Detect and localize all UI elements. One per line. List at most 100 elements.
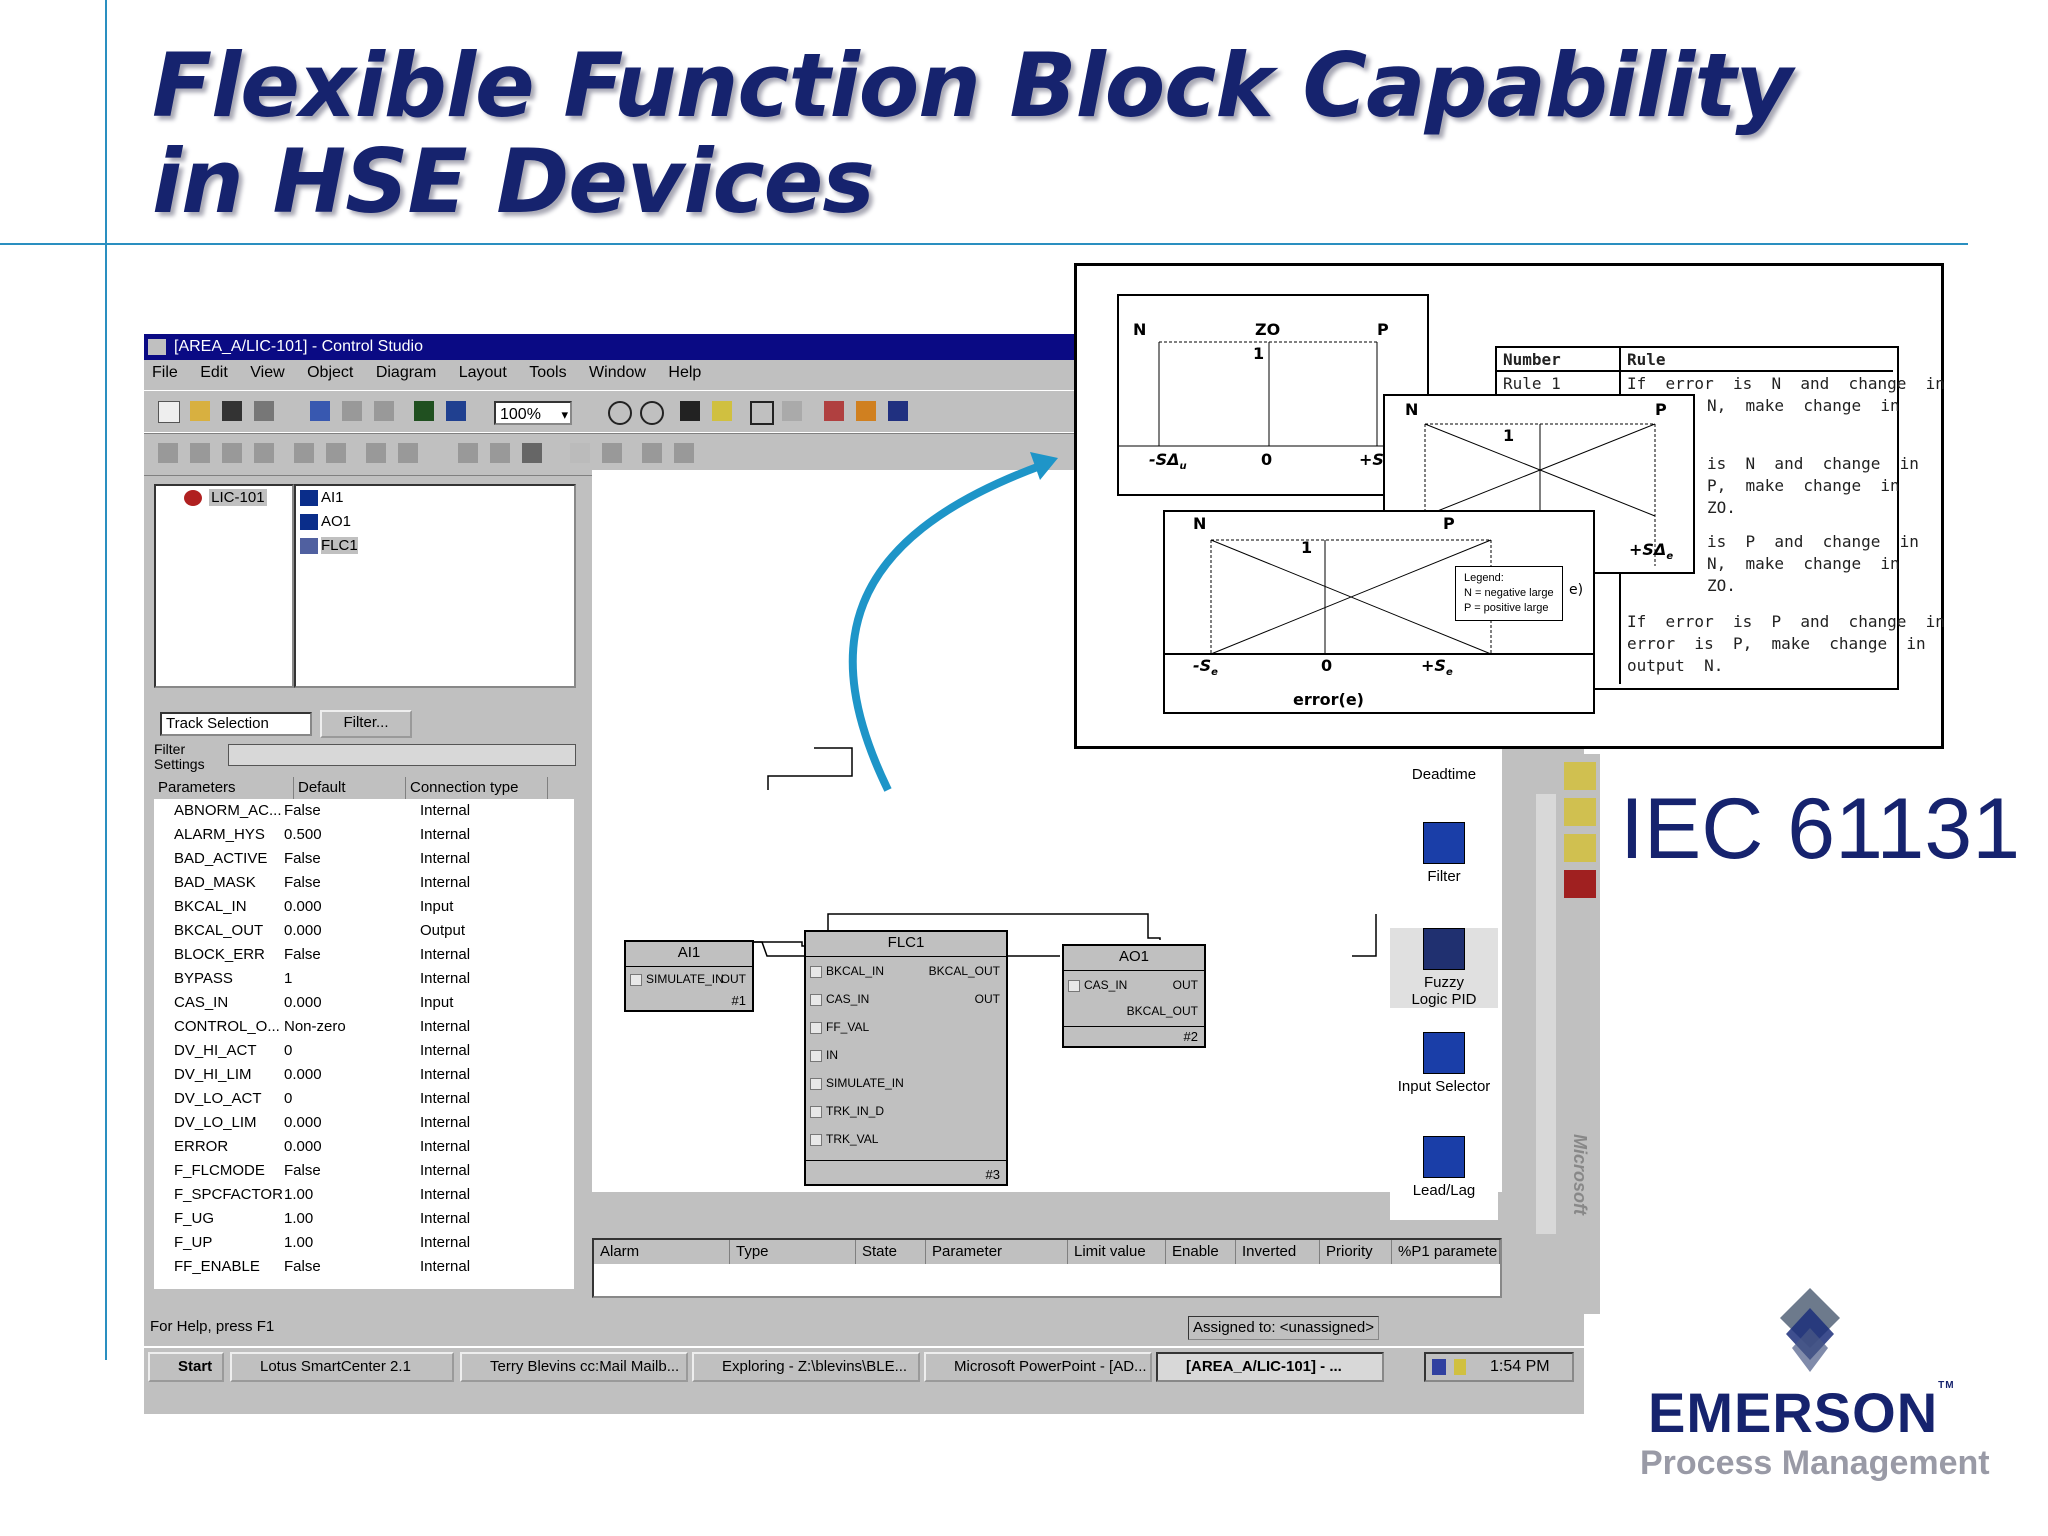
list-item[interactable]: AI1	[300, 488, 344, 508]
alarm-col-enable[interactable]: Enable	[1166, 1240, 1236, 1264]
tool-icon-3[interactable]	[680, 401, 700, 421]
help-icon[interactable]	[888, 401, 908, 421]
start-button[interactable]: Start	[148, 1352, 224, 1382]
pin-simulate-in[interactable]: SIMULATE_IN	[630, 972, 724, 986]
filter-settings-bar[interactable]	[228, 744, 576, 766]
window-icon[interactable]	[750, 401, 774, 425]
assign-icon[interactable]	[446, 401, 466, 421]
pin-cas-in[interactable]: CAS_IN	[1068, 978, 1127, 992]
block-flc1[interactable]: FLC1 BKCAL_IN CAS_IN FF_VAL IN SIMULATE_…	[804, 930, 1008, 1186]
alarm-col-p1[interactable]: %P1 paramete	[1392, 1240, 1500, 1264]
alarm-col-priority[interactable]: Priority	[1320, 1240, 1392, 1264]
align-icon-3[interactable]	[222, 443, 242, 463]
shield-icon[interactable]	[1432, 1359, 1446, 1375]
menu-layout[interactable]: Layout	[458, 364, 507, 381]
task-control-studio[interactable]: [AREA_A/LIC-101] - ...	[1156, 1352, 1384, 1382]
menu-diagram[interactable]: Diagram	[375, 364, 437, 381]
copy-icon[interactable]	[490, 443, 510, 463]
tree-root[interactable]: LIC-101	[184, 488, 267, 508]
task-exploring[interactable]: Exploring - Z:\blevins\BLE...	[692, 1352, 920, 1382]
pin-out[interactable]: OUT	[720, 972, 746, 986]
col-header-connection[interactable]: Connection type	[406, 777, 548, 799]
alarm-col-type[interactable]: Type	[730, 1240, 856, 1264]
book-icon[interactable]	[824, 401, 844, 421]
filter-button[interactable]: Filter...	[320, 710, 412, 738]
pointer-icon[interactable]	[570, 443, 590, 463]
menu-file[interactable]: File	[152, 364, 178, 381]
alarm-col-limit[interactable]: Limit value	[1068, 1240, 1166, 1264]
tool-icon-5[interactable]	[782, 401, 802, 421]
tool-icon-9[interactable]	[366, 443, 386, 463]
task-ccmail[interactable]: Terry Blevins cc:Mail Mailb...	[460, 1352, 688, 1382]
pin-cas-in[interactable]: CAS_IN	[810, 992, 869, 1006]
tool-icon-12[interactable]	[674, 443, 694, 463]
alarm-col-inverted[interactable]: Inverted	[1236, 1240, 1320, 1264]
palette-item-filter[interactable]: Filter	[1390, 822, 1498, 885]
tool-icon-7[interactable]	[294, 443, 314, 463]
list-item[interactable]: FLC1	[300, 536, 358, 556]
col-header-parameters[interactable]: Parameters	[154, 777, 294, 799]
pin-ff-val[interactable]: FF_VAL	[810, 1020, 869, 1034]
palette-item-lead-lag[interactable]: Lead/Lag	[1390, 1136, 1498, 1199]
task-lotus[interactable]: Lotus SmartCenter 2.1	[230, 1352, 454, 1382]
col-header-default[interactable]: Default	[294, 777, 406, 799]
pin-bkcal-out[interactable]: BKCAL_OUT	[928, 964, 1000, 978]
pin-in[interactable]: IN	[810, 1048, 838, 1062]
menu-help[interactable]: Help	[668, 364, 702, 381]
block-ao1[interactable]: AO1 CAS_IN OUT BKCAL_OUT #2	[1062, 944, 1206, 1048]
menu-view[interactable]: View	[250, 364, 285, 381]
paste-icon[interactable]	[522, 443, 542, 463]
align-icon-2[interactable]	[190, 443, 210, 463]
pin-bkcal-out[interactable]: BKCAL_OUT	[1126, 1004, 1198, 1018]
connect-icon[interactable]	[602, 443, 622, 463]
palette-item-input-selector[interactable]: Input Selector	[1390, 1032, 1498, 1095]
pin-trk-val[interactable]: TRK_VAL	[810, 1132, 878, 1146]
check-icon[interactable]	[374, 401, 394, 421]
download-icon[interactable]	[414, 401, 434, 421]
tool-icon-8[interactable]	[326, 443, 346, 463]
pin-out[interactable]: OUT	[1172, 978, 1198, 992]
folder-icon[interactable]	[1564, 798, 1596, 826]
zoom-out-icon[interactable]	[608, 401, 632, 425]
save-icon[interactable]	[222, 401, 242, 421]
track-selection-dropdown[interactable]: Track Selection	[160, 712, 312, 736]
menu-window[interactable]: Window	[589, 364, 646, 381]
list-item[interactable]: AO1	[300, 512, 351, 532]
open-icon[interactable]	[190, 401, 210, 421]
pin-out[interactable]: OUT	[974, 992, 1000, 1006]
bulb-icon[interactable]	[1454, 1359, 1466, 1375]
zoom-select[interactable]: 100% ▾	[494, 401, 572, 425]
search-icon[interactable]	[1564, 762, 1596, 790]
alarm-col-state[interactable]: State	[856, 1240, 926, 1264]
tool-icon-4[interactable]	[712, 401, 732, 421]
print-icon[interactable]	[254, 401, 274, 421]
block-ai1[interactable]: AI1 SIMULATE_IN OUT #1	[624, 940, 754, 1012]
tool-icon-10[interactable]	[398, 443, 418, 463]
tool-icon[interactable]	[310, 401, 330, 421]
folder-icon-2[interactable]	[1564, 834, 1596, 862]
palette-scrollbar[interactable]	[1536, 794, 1556, 1234]
palette-item-deadtime[interactable]: Deadtime	[1411, 766, 1477, 783]
tool-icon-11[interactable]	[642, 443, 662, 463]
tool-icon-2[interactable]	[342, 401, 362, 421]
new-icon[interactable]	[158, 401, 180, 423]
